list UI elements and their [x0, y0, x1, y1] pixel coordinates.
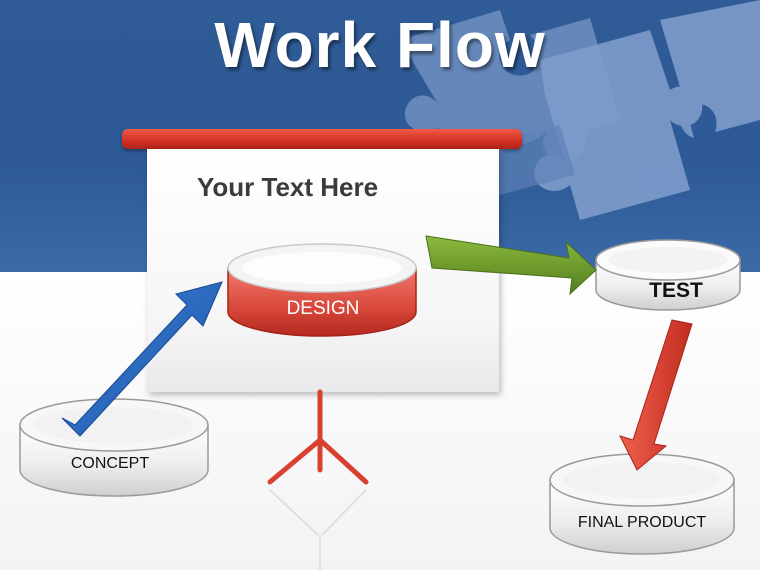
board-top-bar	[122, 129, 522, 149]
design-node	[227, 243, 417, 337]
arrow-design-to-test	[425, 235, 597, 296]
test-label: TEST	[649, 279, 703, 302]
page-title: Work Flow	[214, 9, 546, 81]
final-product-label: FINAL PRODUCT	[577, 514, 707, 531]
test-node	[595, 239, 741, 311]
arrow-concept-to-design	[61, 281, 223, 437]
arrow-test-to-final	[619, 319, 693, 471]
concept-node	[19, 398, 209, 497]
final-product-node	[549, 453, 735, 555]
tripod-stand-icon	[267, 389, 369, 485]
concept-label: CONCEPT	[70, 455, 150, 472]
board-text: Your Text Here	[197, 172, 379, 202]
puzzle-piece-icon	[400, 0, 760, 220]
design-label: DESIGN	[286, 298, 360, 319]
